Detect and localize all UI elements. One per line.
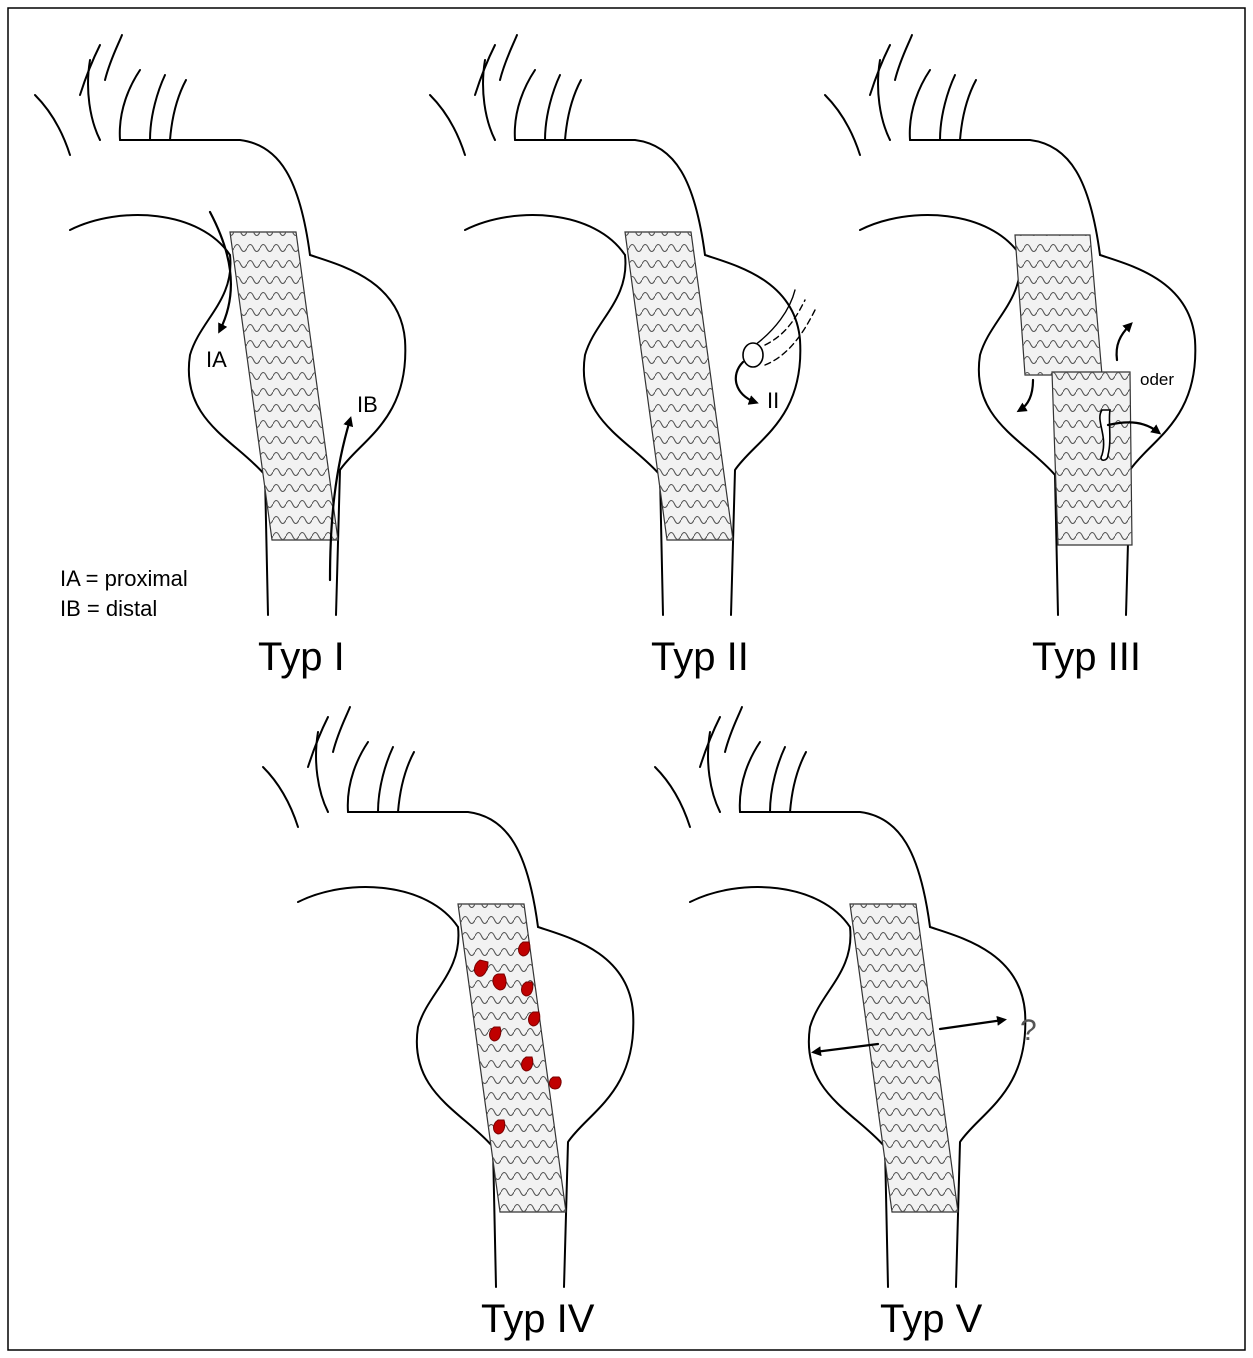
title-typ-2: Typ II xyxy=(651,635,749,679)
drop-4 xyxy=(522,982,533,996)
label-ii: II xyxy=(767,388,779,413)
label-ib: IB xyxy=(357,392,378,417)
panel-typ-5: ? Typ V xyxy=(655,707,1037,1341)
legend-line-1: IA = proximal xyxy=(60,566,188,591)
drop-6 xyxy=(529,1012,540,1026)
title-typ-5: Typ V xyxy=(880,1297,983,1341)
panel-typ-4: Typ IV xyxy=(263,707,633,1341)
title-typ-1: Typ I xyxy=(258,635,345,679)
drop-3 xyxy=(493,974,506,990)
arrow-ii xyxy=(736,362,755,402)
legend-line-2: IB = distal xyxy=(60,596,157,621)
drop-5 xyxy=(490,1027,501,1041)
panel-typ-3: oder Typ III xyxy=(825,35,1195,679)
label-ia: IA xyxy=(206,347,227,372)
drop-9 xyxy=(494,1120,505,1134)
branch-ostium xyxy=(743,343,763,367)
panel-typ-1: IA IB IA = proximal IB = distal Typ I xyxy=(35,35,405,679)
arrow-iii-up xyxy=(1117,325,1130,360)
label-oder: oder xyxy=(1140,370,1174,389)
drop-8 xyxy=(549,1077,561,1089)
title-typ-3: Typ III xyxy=(1032,635,1141,679)
arrow-iii-down xyxy=(1020,380,1033,410)
drop-2 xyxy=(519,942,530,956)
label-question: ? xyxy=(1020,1014,1037,1047)
title-typ-4: Typ IV xyxy=(481,1297,595,1341)
drop-7 xyxy=(522,1057,533,1071)
panel-typ-2: II Typ II xyxy=(430,35,815,679)
figure-frame xyxy=(8,8,1245,1350)
